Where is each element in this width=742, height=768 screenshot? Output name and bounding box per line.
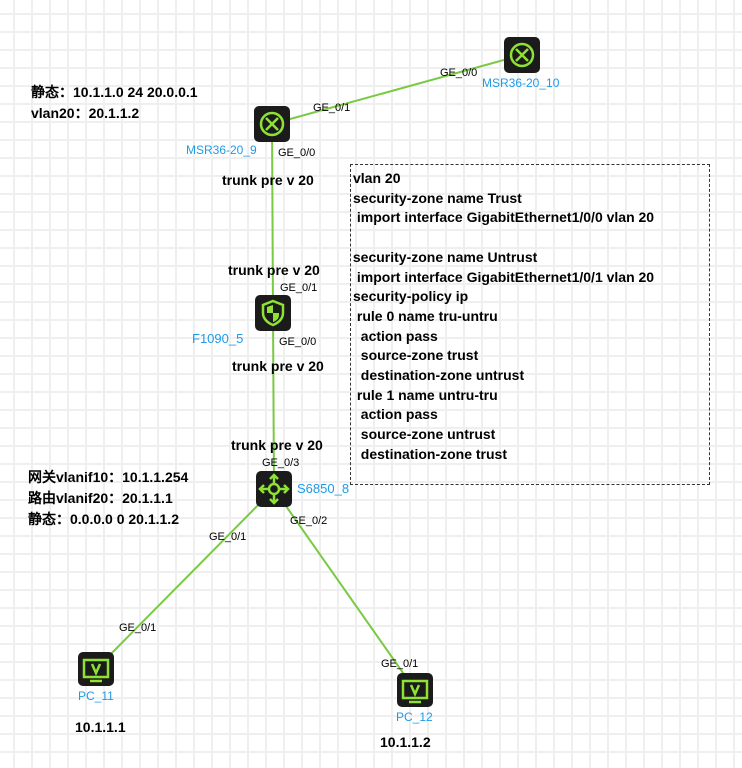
config-line: action pass (353, 406, 438, 423)
router-icon[interactable] (504, 37, 540, 73)
device-label-fw: F1090_5 (192, 331, 244, 346)
port-label: GE_0/0 (278, 147, 316, 159)
device-label-msr9: MSR36-20_9 (186, 143, 257, 157)
router-icon[interactable] (254, 106, 290, 142)
port-label: GE_0/0 (279, 336, 317, 348)
port-label: GE_0/1 (280, 282, 318, 294)
switch-icon[interactable] (256, 471, 292, 507)
note-msr9-vlan: vlan20：20.1.1.2 (31, 105, 140, 121)
note-sw-trunk: trunk pre v 20 (231, 437, 323, 453)
note-sw-gateway: 网关vlanif10：10.1.1.254 (28, 469, 189, 485)
note-msr9-static: 静态：10.1.1.0 24 20.0.0.1 (31, 84, 198, 100)
note-msr9-trunk: trunk pre v 20 (222, 172, 314, 188)
config-line: destination-zone untrust (353, 367, 525, 384)
link-msr9-msr10[interactable] (271, 54, 523, 125)
config-line: security-policy ip (353, 288, 469, 305)
config-line: security-zone name Trust (353, 189, 522, 206)
config-line: rule 0 name tru-untru (353, 307, 498, 324)
note-sw-static: 静态：0.0.0.0 0 20.1.1.2 (28, 511, 179, 527)
port-label: GE_0/3 (262, 457, 300, 469)
note-pc11-ip: 10.1.1.1 (75, 719, 126, 735)
port-label: GE_0/1 (381, 658, 419, 670)
note-fw-trunk-down: trunk pre v 20 (232, 358, 324, 374)
link-fw-sw[interactable] (272, 312, 275, 490)
device-label-msr10: MSR36-20_10 (482, 76, 560, 90)
link-msr9-fw[interactable] (271, 123, 274, 314)
port-label: GE_0/2 (290, 515, 328, 527)
config-line: ​ (353, 228, 709, 248)
link-sw-pc11[interactable] (95, 488, 275, 670)
config-line: action pass (353, 327, 438, 344)
config-line: vlan 20 (353, 170, 401, 186)
port-label: GE_0/1 (209, 531, 247, 543)
config-line: import interface GigabitEthernet1/0/1 vl… (353, 268, 655, 285)
device-label-sw: S6850_8 (297, 481, 350, 496)
device-label-pc12: PC_12 (396, 710, 433, 724)
config-line: source-zone untrust (353, 426, 496, 443)
pc-monitor-icon[interactable] (78, 652, 114, 686)
port-label: GE_0/1 (119, 622, 157, 634)
device-label-pc11: PC_11 (78, 689, 114, 703)
firewall-config-box: vlan 20 security-zone name Trust import … (350, 164, 710, 485)
config-line: import interface GigabitEthernet1/0/0 vl… (353, 209, 655, 226)
port-label: GE_0/0 (440, 67, 478, 79)
link-sw-pc12[interactable] (273, 488, 416, 691)
firewall-shield-icon[interactable] (255, 295, 291, 331)
config-line: security-zone name Untrust (349, 248, 538, 265)
config-line: source-zone trust (353, 347, 479, 364)
config-line: destination-zone trust (353, 445, 507, 462)
note-pc12-ip: 10.1.1.2 (380, 734, 431, 750)
port-label: GE_0/1 (313, 102, 351, 114)
config-line: rule 1 name untru-tru (353, 386, 498, 403)
note-sw-route: 路由vlanif20：20.1.1.1 (28, 490, 173, 506)
pc-monitor-icon[interactable] (397, 673, 433, 707)
note-fw-trunk-up: trunk pre v 20 (228, 262, 320, 278)
